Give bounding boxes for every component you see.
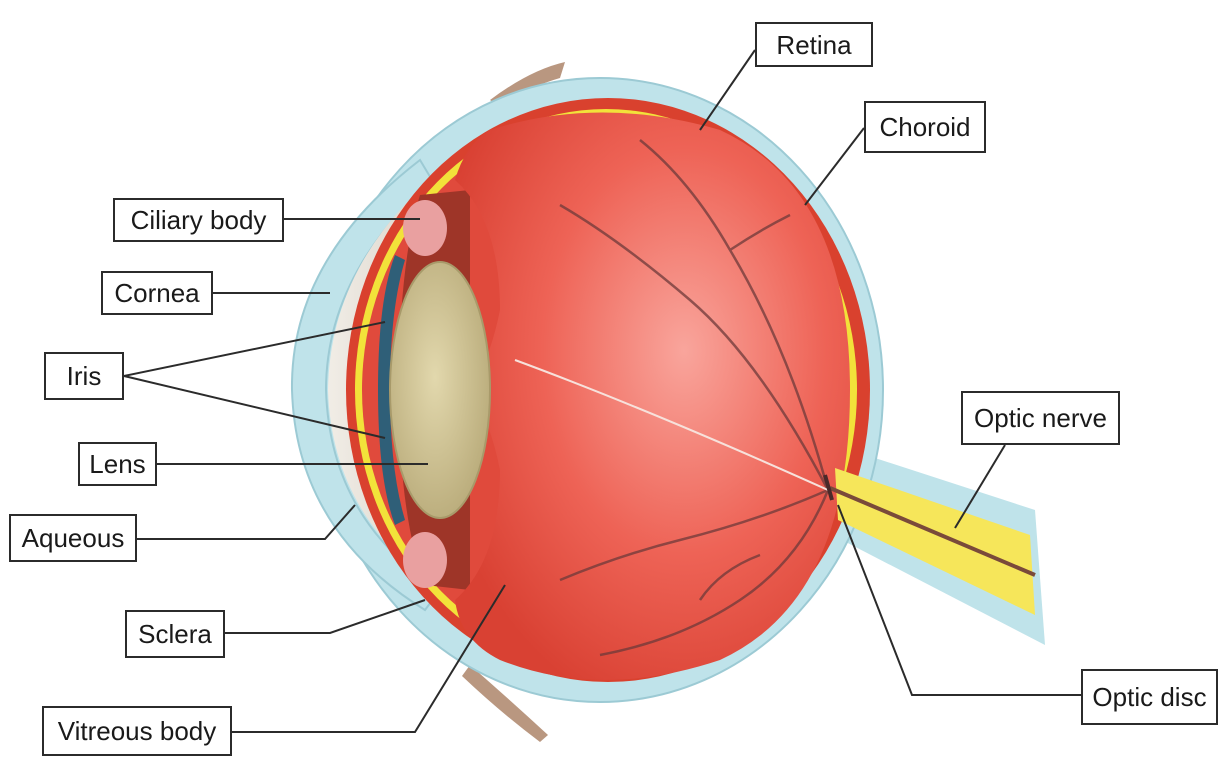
label-choroid: Choroid: [864, 101, 986, 153]
label-aqueous: Aqueous: [9, 514, 137, 562]
label-cornea: Cornea: [101, 271, 213, 315]
label-sclera: Sclera: [125, 610, 225, 658]
vitreous-body: [455, 113, 850, 681]
label-lens: Lens: [78, 442, 157, 486]
label-optic-nerve: Optic nerve: [961, 391, 1120, 445]
ciliary-body-bottom: [403, 532, 447, 588]
leader-choroid: [805, 128, 864, 205]
label-retina: Retina: [755, 22, 873, 67]
ciliary-body-top: [403, 200, 447, 256]
label-iris: Iris: [44, 352, 124, 400]
leader-aqueous: [137, 505, 355, 539]
label-optic-disc: Optic disc: [1081, 669, 1218, 725]
label-vitreous-body: Vitreous body: [42, 706, 232, 756]
label-ciliary-body: Ciliary body: [113, 198, 284, 242]
lens: [390, 262, 490, 518]
